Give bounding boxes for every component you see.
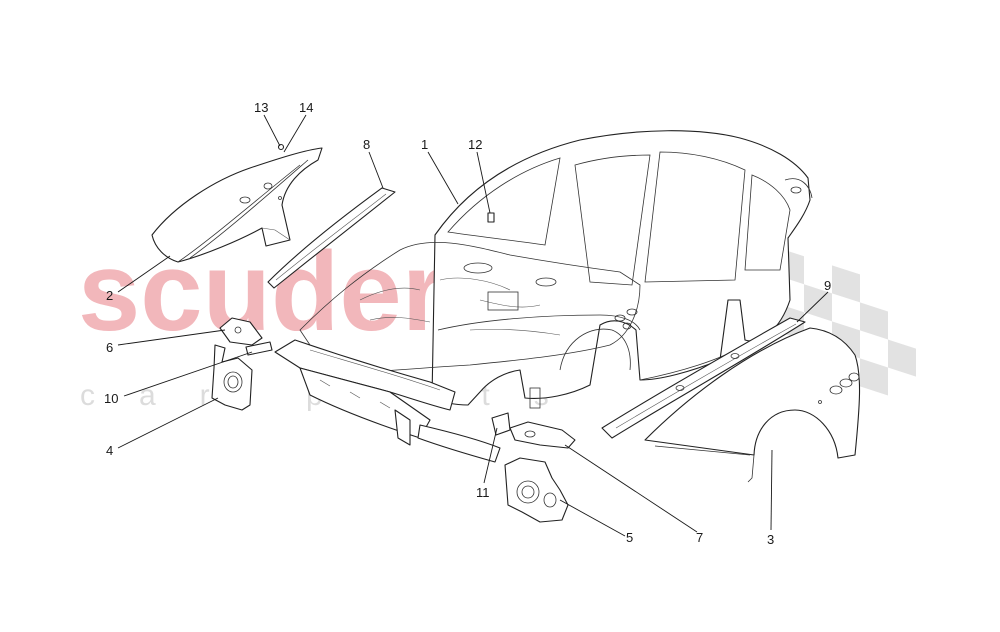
part-7-support: [509, 421, 576, 449]
callout-8[interactable]: 8: [363, 137, 370, 152]
callout-12[interactable]: 12: [468, 137, 482, 152]
callout-2[interactable]: 2: [106, 288, 113, 303]
leader-lines: [117, 114, 829, 537]
leader-10: [123, 351, 253, 397]
callout-13[interactable]: 13: [254, 100, 268, 115]
part-11-bracket: [491, 412, 511, 436]
part-6-bracket: [219, 317, 263, 346]
leader-3: [770, 449, 773, 531]
leader-7: [564, 444, 698, 533]
leader-14: [283, 114, 307, 153]
part-2-wheelhouse-panel: [151, 147, 323, 263]
callout-5[interactable]: 5: [626, 530, 633, 545]
leader-5: [559, 499, 626, 537]
leader-6: [117, 329, 226, 346]
part-12-plug: [487, 212, 495, 223]
callout-10[interactable]: 10: [104, 391, 118, 406]
part-8-strip: [267, 187, 396, 289]
part-1-body-shell: [274, 130, 813, 463]
callout-14[interactable]: 14: [299, 100, 313, 115]
leader-8: [368, 151, 384, 189]
part-5-reinforcement: [504, 457, 569, 523]
callout-1[interactable]: 1: [421, 137, 428, 152]
leader-1: [427, 151, 459, 205]
callout-4[interactable]: 4: [106, 443, 113, 458]
part-10-piece: [245, 341, 273, 356]
leader-13: [263, 114, 281, 147]
callout-6[interactable]: 6: [106, 340, 113, 355]
part-9-inner-rail: [601, 317, 806, 439]
leader-4: [117, 397, 219, 449]
part-3-fender: [644, 327, 861, 483]
leader-9: [796, 291, 829, 323]
callouts: 1 2 3 4 5 6 7 8 9 10 11 12 13 14: [104, 100, 831, 547]
leader-12: [476, 151, 491, 214]
callout-3[interactable]: 3: [767, 532, 774, 547]
callout-11[interactable]: 11: [476, 485, 490, 500]
callout-9[interactable]: 9: [824, 278, 831, 293]
leader-2: [117, 255, 171, 293]
callout-7[interactable]: 7: [696, 530, 703, 545]
leader-11: [483, 427, 498, 484]
part-4-reinforcement: [211, 344, 253, 411]
